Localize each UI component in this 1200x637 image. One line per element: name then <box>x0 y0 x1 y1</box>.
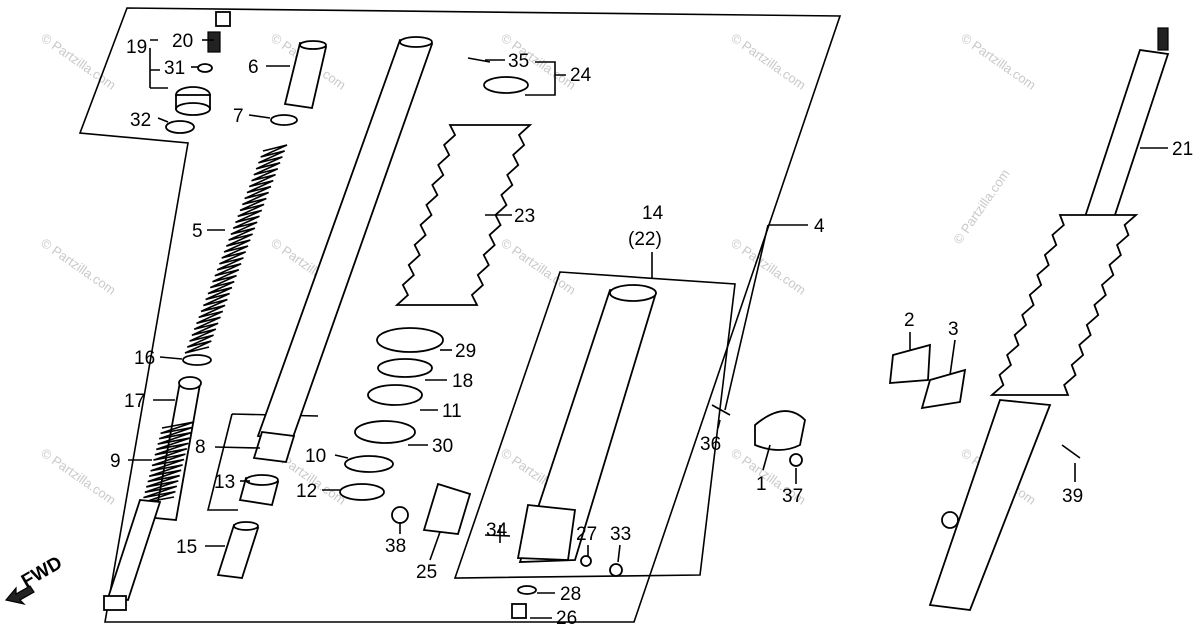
fork-spring <box>184 144 288 354</box>
watermark: © Partzilla.com <box>498 235 578 298</box>
label-31: 31 <box>164 58 185 79</box>
label-18: 18 <box>452 371 473 392</box>
label-3: 3 <box>948 319 959 340</box>
label-1: 1 <box>756 474 767 495</box>
part-labels: 19 20 31 32 6 7 5 16 17 9 8 13 15 35 24 … <box>110 31 1193 629</box>
fork-clamp <box>711 404 806 467</box>
spacer-collar <box>270 40 328 126</box>
watermark: © Partzilla.com <box>958 30 1038 93</box>
label-36: 36 <box>700 434 721 455</box>
fork-boot <box>394 124 533 306</box>
label-19: 19 <box>126 37 147 58</box>
label-11: 11 <box>442 401 462 422</box>
assembly-14-outline <box>453 271 736 579</box>
label-7: 7 <box>233 106 244 127</box>
assembly-4-outline <box>78 7 842 623</box>
watermark: © Partzilla.com <box>728 235 808 298</box>
label-4: 4 <box>814 216 825 237</box>
inner-fork-tube <box>252 36 434 463</box>
watermark: © Partzilla.com <box>950 166 1013 246</box>
label-26: 26 <box>556 608 577 629</box>
damper-rod <box>103 354 212 611</box>
label-29: 29 <box>455 341 476 362</box>
leader-lines <box>128 39 1168 619</box>
axle-holder <box>391 482 472 535</box>
label-33: 33 <box>610 524 631 545</box>
label-10: 10 <box>305 446 326 467</box>
label-25: 25 <box>416 562 437 583</box>
bolt-39 <box>1061 444 1081 459</box>
fwd-arrow: FWD <box>4 553 66 606</box>
label-5: 5 <box>192 221 203 242</box>
label-12: 12 <box>296 481 317 502</box>
label-8: 8 <box>195 437 206 458</box>
label-39: 39 <box>1062 486 1083 507</box>
label-15: 15 <box>176 537 197 558</box>
label-38: 38 <box>385 536 406 557</box>
label-32: 32 <box>130 110 151 131</box>
label-2: 2 <box>904 310 915 331</box>
watermark: © Partzilla.com <box>728 30 808 93</box>
label-28: 28 <box>560 584 581 605</box>
label-21: 21 <box>1172 139 1193 160</box>
label-9: 9 <box>110 451 121 472</box>
label-20: 20 <box>172 31 193 52</box>
fwd-label: FWD <box>18 553 66 593</box>
label-30: 30 <box>432 436 453 457</box>
bushings <box>216 474 280 579</box>
label-27: 27 <box>576 524 597 545</box>
fork-cap-parts <box>165 11 231 134</box>
complete-fork-assembly <box>928 27 1170 611</box>
label-13: 13 <box>214 472 235 493</box>
label-14: 14 <box>642 203 664 224</box>
label-37: 37 <box>782 486 803 507</box>
outer-fork-tube <box>484 284 657 577</box>
label-16: 16 <box>134 348 155 369</box>
label-22: (22) <box>628 229 662 250</box>
label-34: 34 <box>486 520 508 541</box>
seals <box>339 327 444 501</box>
drain-bolt <box>511 585 537 619</box>
label-23: 23 <box>514 206 535 227</box>
label-6: 6 <box>248 57 259 78</box>
label-24: 24 <box>570 65 592 86</box>
label-35: 35 <box>508 51 529 72</box>
label-17: 17 <box>124 391 145 412</box>
brackets <box>888 343 967 410</box>
watermark: © Partzilla.com <box>38 235 118 298</box>
boot-clamp <box>467 57 529 94</box>
watermark: © Partzilla.com <box>38 445 118 508</box>
